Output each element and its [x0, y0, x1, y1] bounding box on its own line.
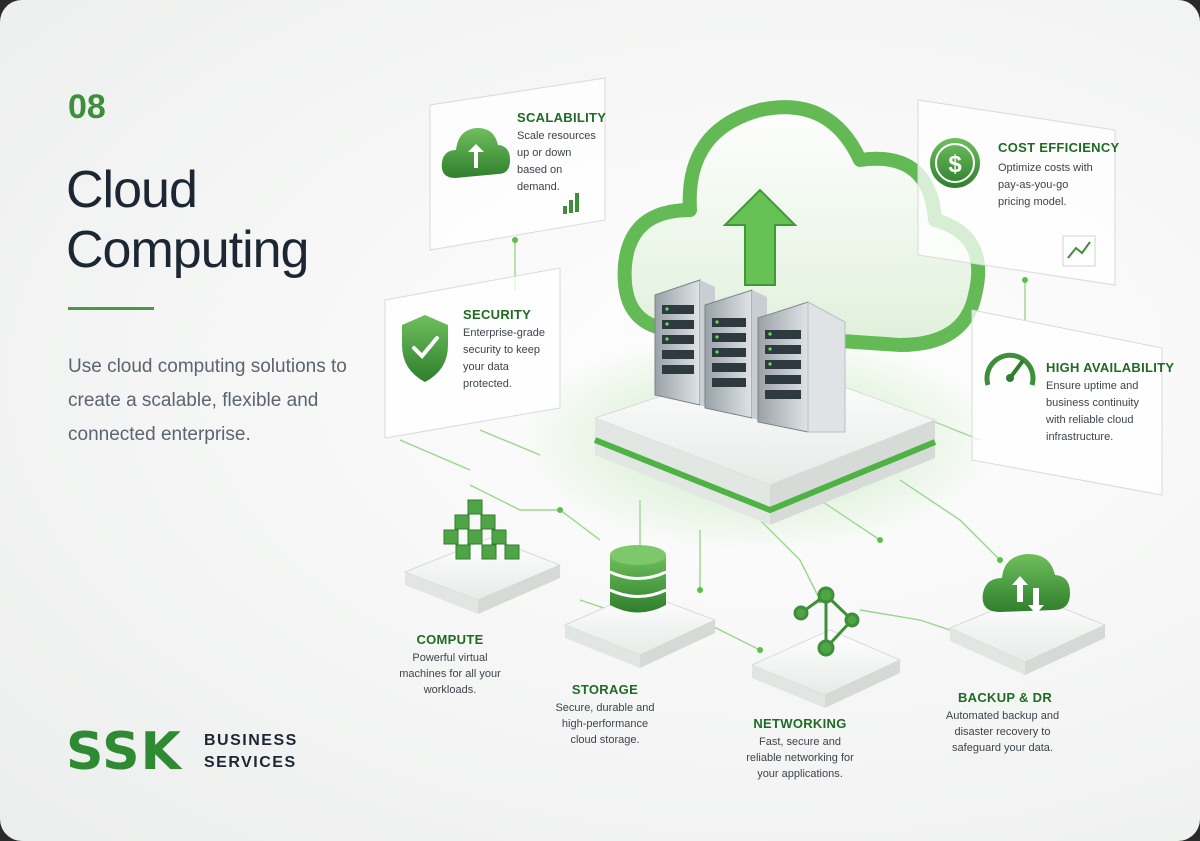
title-divider: [68, 307, 154, 310]
svg-text:$: $: [948, 151, 962, 178]
feature-body-backup: Automated backup and disaster recovery t…: [945, 710, 1060, 754]
gauge-icon: [984, 352, 1036, 386]
feature-body-compute: Powerful virtual machines for all your w…: [399, 652, 501, 696]
logo-text: BUSINESS SERVICES: [204, 730, 298, 774]
cloud-shape: [617, 100, 986, 352]
cloud-upload-icon: [441, 127, 510, 178]
logo-line-2: SERVICES: [204, 754, 297, 771]
database-icon: [609, 545, 667, 613]
feature-title-backup: BACKUP & DR: [957, 690, 1053, 705]
card-body-scalability: Scale resources up or down based on dema…: [517, 130, 596, 193]
shield-check-icon: [402, 315, 448, 382]
feature-title-networking: NETWORKING: [753, 716, 847, 731]
card-title-high-availability: HIGH AVAILABILITY: [1046, 360, 1175, 375]
page-title: Cloud Computing: [66, 160, 309, 280]
slide-description: Use cloud computing solutions to create …: [68, 356, 347, 445]
card-title-security: SECURITY: [463, 307, 532, 322]
cubes-icon: [443, 499, 520, 560]
card-title-cost-efficiency: COST EFFICIENCY: [998, 140, 1120, 155]
feature-body-networking: Fast, secure and reliable networking for…: [746, 736, 854, 780]
bar-chart-icon: [563, 193, 579, 214]
logo-line-1: BUSINESS: [204, 732, 298, 749]
slide-number: 08: [68, 88, 106, 126]
logo-mark: SSK: [66, 722, 182, 782]
dollar-coin-icon: $: [930, 138, 980, 188]
feature-title-compute: COMPUTE: [416, 632, 484, 647]
server-racks: [654, 279, 846, 433]
card-body-high-availability: Ensure uptime and business continuity wi…: [1046, 380, 1139, 443]
card-body-security: Enterprise-grade security to keep your d…: [463, 327, 545, 390]
cloud-sync-icon: [982, 553, 1070, 614]
feature-pads: [403, 537, 1107, 708]
card-title-scalability: SCALABILITY: [517, 110, 607, 125]
feature-title-storage: STORAGE: [571, 682, 639, 697]
trend-up-icon: [1062, 235, 1096, 267]
card-body-cost-efficiency: Optimize costs with pay-as-you-go pricin…: [998, 162, 1093, 208]
title-line-1: Cloud: [66, 161, 198, 219]
network-nodes-icon: [793, 586, 860, 657]
title-line-2: Computing: [66, 221, 309, 279]
feature-body-storage: Secure, durable and high-performance clo…: [555, 702, 655, 746]
